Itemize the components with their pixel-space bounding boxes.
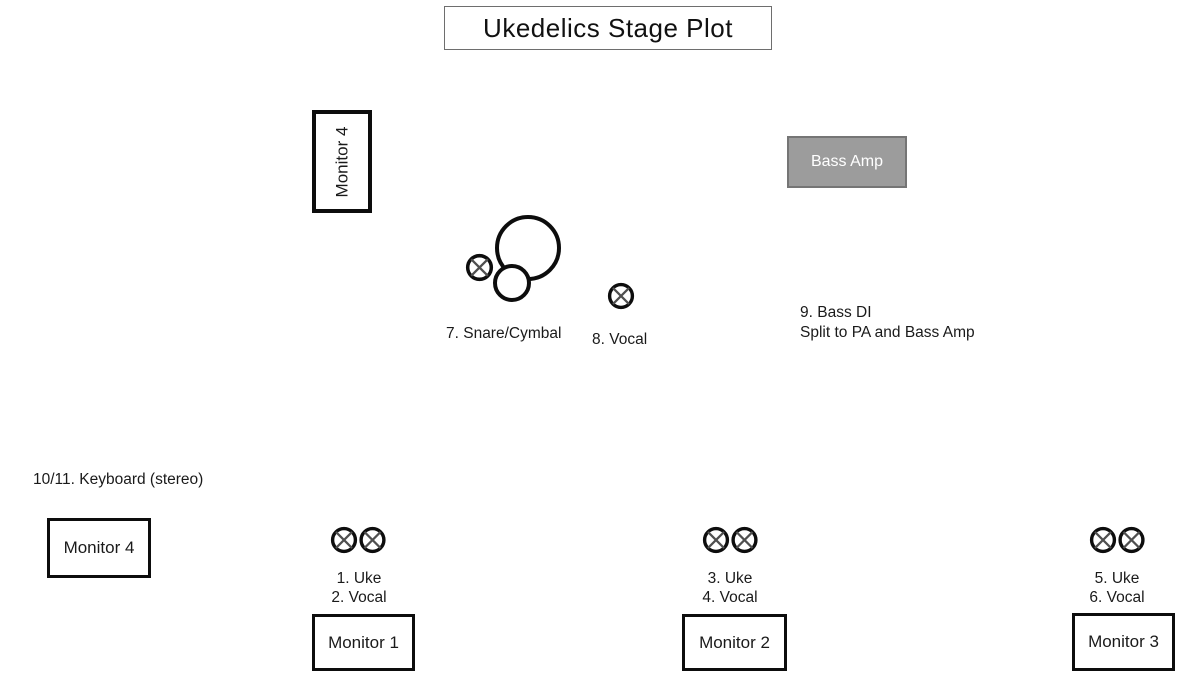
bass-di-line1: 9. Bass DI: [800, 304, 872, 321]
vocal-2-label: 2. Vocal: [331, 589, 387, 606]
monitor-3-box: Monitor 3: [1072, 613, 1175, 671]
stage-plot-title-box: Ukedelics Stage Plot: [444, 6, 772, 50]
uke-5-label: 5. Uke: [1094, 570, 1140, 587]
keyboard-note: 10/11. Keyboard (stereo): [33, 471, 204, 488]
monitor-2-box: Monitor 2: [682, 614, 787, 671]
position-3-labels: 5. Uke 6. Vocal: [1047, 569, 1187, 607]
mic-pair-2-icons: [702, 526, 758, 554]
vocal-4-label: 4. Vocal: [702, 589, 758, 606]
monitor-1-label: Monitor 1: [328, 632, 399, 652]
bass-di-note: 9. Bass DI Split to PA and Bass Amp: [800, 303, 975, 342]
snare-cymbal-label: 7. Snare/Cymbal: [446, 325, 562, 342]
monitor-4-side-box: Monitor 4: [47, 518, 151, 578]
vocal-6-label: 6. Vocal: [1089, 589, 1145, 606]
snare-cymbal-mic-icon: [465, 253, 494, 282]
bass-di-line2: Split to PA and Bass Amp: [800, 323, 975, 341]
uke-3-label: 3. Uke: [707, 570, 753, 587]
page-title: Ukedelics Stage Plot: [483, 12, 733, 43]
monitor-1-box: Monitor 1: [312, 614, 415, 671]
snare-circle: [493, 264, 531, 302]
position-2-labels: 3. Uke 4. Vocal: [660, 569, 800, 607]
monitor-3-label: Monitor 3: [1088, 632, 1159, 651]
bass-amp-box: Bass Amp: [787, 136, 907, 188]
uke-1-label: 1. Uke: [336, 570, 382, 587]
monitor-2-label: Monitor 2: [699, 632, 770, 652]
mic-pair-1-icons: [330, 526, 386, 554]
monitor-4-upstage-label: Monitor 4: [332, 126, 351, 197]
vocal-8-mic-icon: [607, 282, 635, 310]
vocal-8-label: 8. Vocal: [592, 331, 648, 348]
mic-pair-3-icons: [1089, 526, 1145, 554]
monitor-4-upstage-box: Monitor 4: [312, 110, 372, 213]
bass-amp-label: Bass Amp: [810, 153, 884, 170]
position-1-labels: 1. Uke 2. Vocal: [289, 569, 429, 607]
monitor-4-side-label: Monitor 4: [63, 538, 135, 557]
